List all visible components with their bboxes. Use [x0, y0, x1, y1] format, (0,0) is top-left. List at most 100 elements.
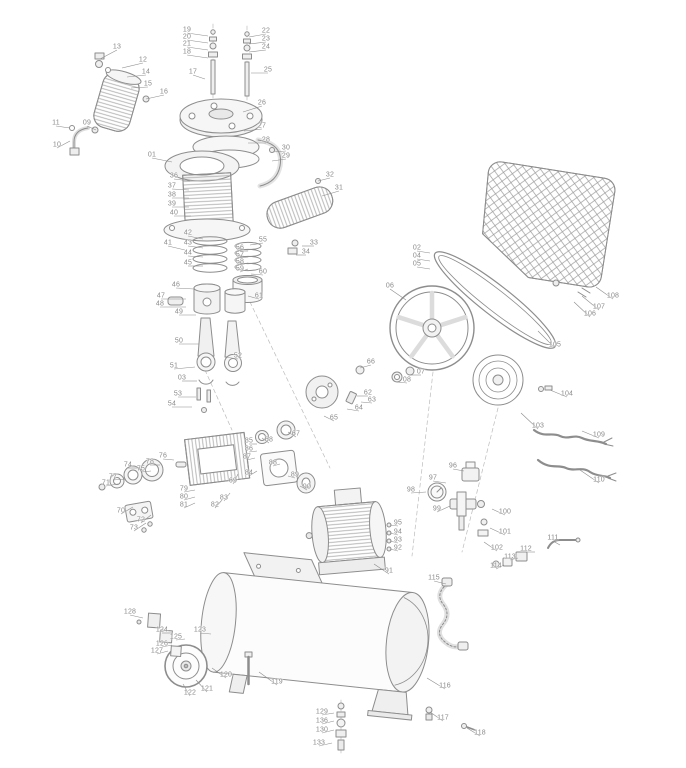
callout-02: 02	[412, 244, 422, 252]
crankcase	[184, 431, 316, 494]
leader-line-10	[56, 140, 71, 149]
leader-line-93	[389, 540, 399, 544]
leader-line-12	[121, 62, 144, 69]
callout-13: 13	[112, 43, 122, 51]
leader-line-67	[287, 431, 297, 438]
leader-line-126	[161, 644, 173, 648]
callout-89: 89	[290, 471, 300, 479]
belt-guard	[482, 161, 616, 288]
leader-line-89	[287, 475, 296, 479]
pressure-switch-assembly	[427, 461, 489, 537]
leader-line-92	[389, 548, 399, 552]
leader-line-18	[186, 54, 209, 59]
callout-30: 30	[281, 144, 291, 152]
leader-line-66	[359, 364, 372, 369]
callout-78: 78	[145, 458, 155, 466]
leader-line-51	[173, 366, 196, 370]
leader-line-29	[271, 158, 287, 162]
callout-92: 92	[393, 544, 403, 552]
callout-18: 18	[182, 48, 192, 56]
callout-119: 119	[271, 678, 283, 686]
callout-17: 17	[188, 68, 198, 76]
callout-82: 82	[210, 501, 220, 509]
callout-97: 97	[428, 474, 438, 482]
callout-107: 107	[592, 303, 606, 311]
callout-86: 86	[244, 445, 254, 453]
leader-line-128	[129, 614, 144, 619]
leader-line-118	[466, 727, 481, 737]
callout-62: 62	[363, 389, 373, 397]
leader-line-26	[242, 105, 263, 113]
callout-102: 102	[490, 544, 504, 552]
callout-114: 114	[490, 562, 502, 570]
callout-59: 59	[235, 265, 245, 273]
callout-129: 129	[315, 708, 329, 716]
callout-56: 56	[235, 244, 245, 252]
leader-line-13	[99, 49, 118, 60]
callout-10: 10	[52, 141, 62, 149]
callout-95: 95	[393, 519, 403, 527]
callout-91: 91	[384, 567, 394, 575]
leader-line-16	[145, 94, 165, 100]
leader-line-64	[346, 408, 360, 412]
leader-line-81	[183, 502, 196, 509]
leader-line-36	[173, 178, 191, 182]
callout-88: 88	[268, 459, 278, 467]
callout-38: 38	[167, 191, 177, 199]
leader-line-72	[140, 514, 152, 524]
leader-line-91	[373, 563, 390, 575]
callout-67: 67	[291, 430, 301, 438]
leader-line-08	[396, 381, 408, 384]
leader-line-104	[549, 389, 568, 398]
callout-87: 87	[242, 453, 252, 461]
motor-pulley	[472, 354, 553, 406]
leader-line-43	[187, 245, 204, 249]
leader-line-123	[199, 632, 212, 635]
leader-line-120	[211, 667, 227, 679]
callout-51: 51	[169, 362, 179, 370]
callout-108: 108	[606, 292, 620, 300]
muffler	[266, 178, 334, 255]
callout-09: 09	[82, 119, 92, 127]
callout-136: 136	[315, 717, 329, 725]
guard-bolt	[552, 279, 560, 287]
electric-motor	[305, 487, 392, 576]
callout-01: 01	[147, 151, 157, 159]
callout-100: 100	[498, 508, 512, 516]
leader-line-20	[186, 39, 209, 44]
callout-120: 120	[219, 671, 233, 679]
leader-line-106	[573, 301, 591, 318]
leader-line-111	[552, 540, 561, 546]
callout-121: 121	[200, 685, 214, 693]
callout-90: 90	[302, 483, 312, 491]
leader-line-61	[247, 295, 260, 300]
leader-line-129	[321, 712, 335, 716]
callout-24: 24	[261, 43, 271, 51]
callout-46: 46	[171, 281, 181, 289]
discharge-tube	[255, 137, 284, 189]
callout-45: 45	[183, 259, 193, 267]
callout-25: 25	[263, 66, 273, 74]
callout-41: 41	[163, 239, 173, 247]
leader-line-96	[452, 468, 465, 472]
flywheel	[389, 285, 475, 371]
leader-line-11	[55, 125, 71, 129]
callout-42: 42	[183, 229, 193, 237]
leader-line-63	[360, 401, 373, 404]
callout-19: 19	[182, 26, 192, 34]
callout-80: 80	[179, 493, 189, 501]
leader-line-23	[248, 41, 267, 45]
callout-37: 37	[167, 182, 177, 190]
callout-128: 128	[123, 608, 137, 616]
intake-elbow-fittings	[69, 125, 99, 156]
callout-116: 116	[439, 682, 451, 690]
callout-115: 115	[428, 574, 440, 582]
callout-76: 76	[158, 452, 168, 460]
leader-line-136	[321, 720, 335, 725]
callout-83: 83	[219, 494, 229, 502]
callout-06: 06	[385, 282, 395, 290]
callout-32: 32	[325, 171, 335, 179]
